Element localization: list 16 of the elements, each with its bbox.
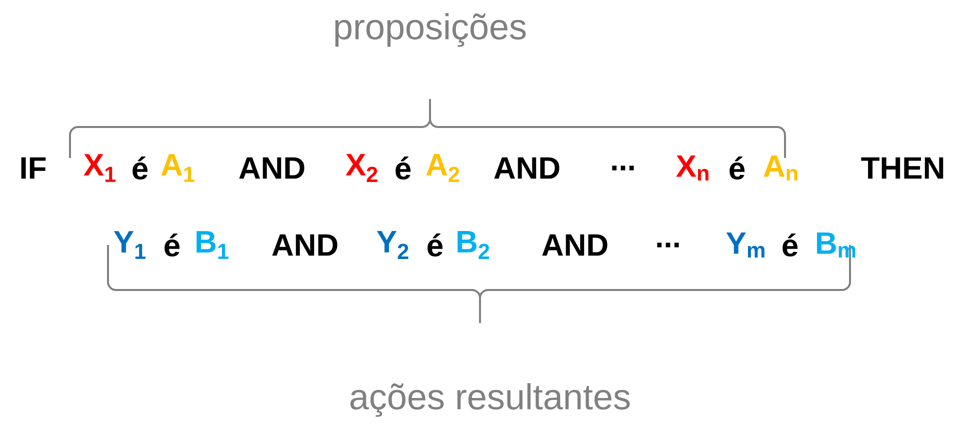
rule-token: IF: [21, 157, 46, 179]
rule-token: AND: [494, 157, 560, 179]
rule-token: A$_{2}$: [426, 154, 460, 182]
rule-token: ...: [612, 166, 634, 170]
rule-token: é: [396, 156, 411, 180]
rule-token: X$_{1}$: [84, 154, 116, 182]
rule-token: é: [730, 156, 745, 180]
rule-token: AND: [239, 157, 304, 179]
heading-text: ações resultantes: [350, 383, 630, 417]
rule-token: A$_{1}$: [161, 154, 194, 182]
rule-token: é: [132, 156, 148, 180]
heading-text: proposições: [335, 13, 526, 47]
rule-token: THEN: [861, 157, 944, 179]
rule-token: X$_{n}$: [676, 155, 708, 181]
rule-token: X$_{2}$: [346, 154, 378, 182]
rule-token: A$_{n}$: [764, 155, 798, 181]
